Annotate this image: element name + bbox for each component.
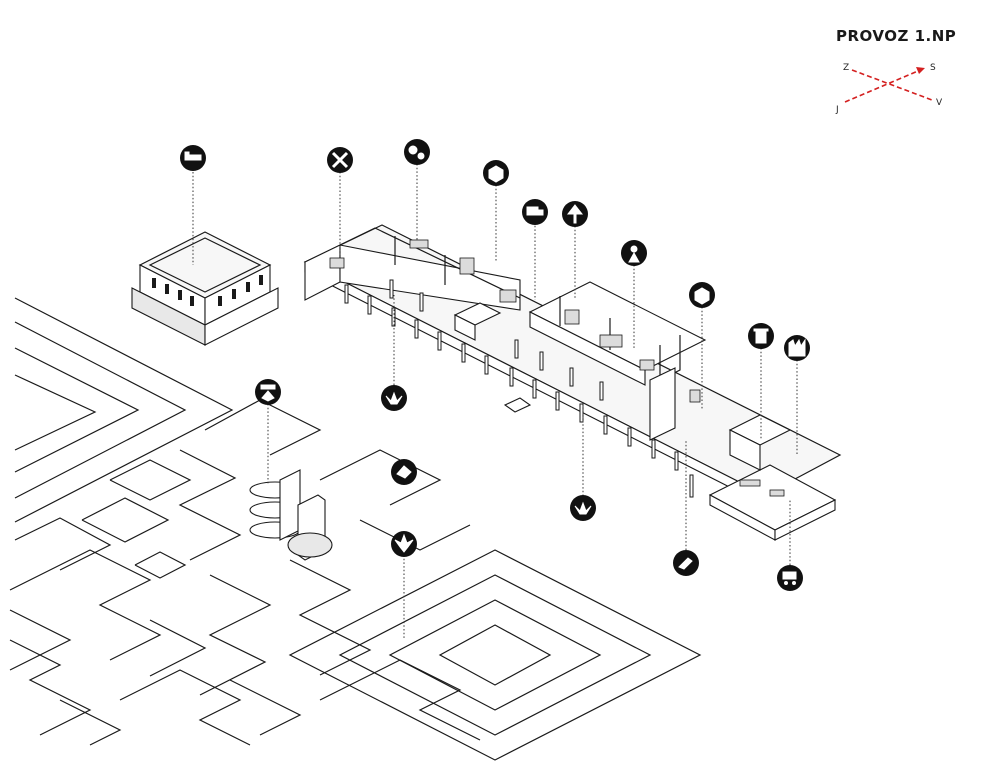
box-storage-icon — [483, 160, 509, 186]
trash-icon — [748, 323, 774, 349]
spiral-stair-tower — [249, 469, 333, 561]
north-arrow-head — [916, 67, 925, 74]
cannabis-hand-icon — [391, 459, 417, 485]
truck-icon — [522, 199, 548, 225]
orientation-label-south: J — [836, 105, 839, 115]
cannabis-leaf-icon — [391, 531, 417, 557]
crane-icon — [562, 201, 588, 227]
orientation-label-east: V — [936, 98, 943, 108]
box-storage-icon-2 — [689, 282, 715, 308]
drying-icon — [255, 379, 281, 405]
factory-icon — [784, 335, 810, 361]
drying-icon-2 — [570, 495, 596, 521]
shopping-cart-icon — [777, 565, 803, 591]
gears-icon — [404, 139, 430, 165]
chemist-icon — [621, 240, 647, 266]
pipe-icon — [673, 550, 699, 576]
tools-icon — [327, 147, 353, 173]
residential-building — [131, 231, 279, 346]
plan-title: PROVOZ 1.NP — [836, 27, 957, 45]
columns — [344, 279, 694, 498]
orientation-label-north: S — [930, 63, 936, 73]
leader-lines — [192, 164, 798, 640]
orientation-label-west: Z — [843, 63, 850, 73]
cannabis-light-icon — [381, 385, 407, 411]
compass — [844, 67, 933, 103]
landscape-maze — [9, 297, 702, 761]
bed-icon — [180, 145, 206, 171]
